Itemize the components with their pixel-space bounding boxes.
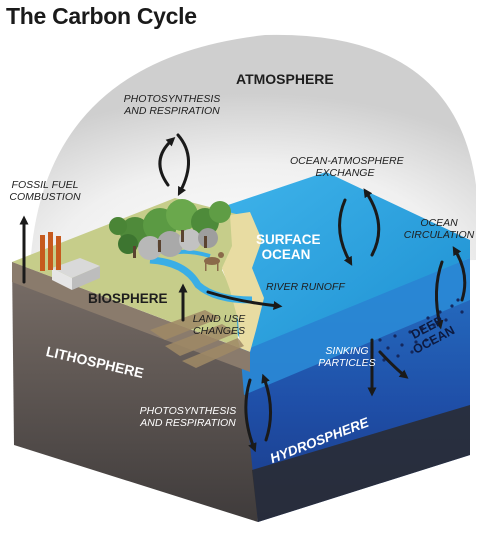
factory [40, 232, 100, 290]
arrow-ocean-circ-up [452, 246, 467, 302]
label-photosynthesis-top-line2: AND RESPIRATION [124, 104, 220, 117]
arrow-river-runoff [206, 290, 283, 311]
label-atmosphere: ATMOSPHERE [236, 71, 334, 87]
label-photosynthesis-top: PHOTOSYNTHESIS AND RESPIRATION [122, 93, 222, 118]
label-fossil-fuel: FOSSIL FUEL COMBUSTION [6, 179, 84, 204]
label-ocean-atmosphere: OCEAN-ATMOSPHERE EXCHANGE [290, 155, 404, 180]
label-land-use-line2: CHANGES [193, 324, 245, 337]
surface-ocean-side [240, 258, 470, 395]
label-surface-ocean: SURFACE OCEAN [256, 232, 321, 263]
label-photosynthesis-bottom-line2: AND RESPIRATION [140, 416, 236, 429]
label-ocean-atmosphere-line1: OCEAN-ATMOSPHERE [290, 155, 404, 167]
diagram-title: The Carbon Cycle [6, 3, 197, 29]
label-ocean-circulation-line1: OCEAN [420, 217, 458, 229]
label-photosynthesis-bottom-line1: PHOTOSYNTHESIS [139, 405, 237, 417]
label-ocean-circulation-line2: CIRCULATION [403, 228, 475, 241]
process-arrows [19, 133, 467, 453]
arrow-photosynthesis-bottom-up [261, 373, 273, 442]
label-surface-ocean-line2: OCEAN [261, 247, 311, 263]
label-biosphere: BIOSPHERE [88, 291, 168, 306]
label-ocean-atmosphere-line2: EXCHANGE [315, 166, 375, 179]
label-fossil-fuel-line2: COMBUSTION [9, 190, 81, 203]
label-land-use-line1: LAND USE [192, 313, 246, 325]
lithosphere-side [12, 262, 258, 522]
label-sinking-particles: SINKING PARTICLES [316, 345, 378, 370]
label-river-runoff: RIVER RUNOFF [266, 281, 345, 293]
label-surface-ocean-line1: SURFACE [256, 232, 321, 247]
label-photosynthesis-bottom: PHOTOSYNTHESIS AND RESPIRATION [138, 405, 238, 430]
label-land-use: LAND USE CHANGES [186, 313, 252, 338]
label-sinking-particles-line1: SINKING [325, 345, 369, 357]
arrow-photosynthesis-bottom-down [244, 378, 257, 453]
arrow-ocean-atm-up [363, 188, 381, 257]
beach [222, 212, 264, 352]
fields [150, 310, 244, 368]
arrow-deep-ocean-right [378, 350, 409, 379]
arrow-photosynthesis-top-up [158, 136, 176, 187]
forest [109, 199, 231, 260]
ocean-floor-band [252, 405, 470, 522]
arrow-ocean-circ-down [434, 260, 444, 330]
label-sinking-particles-line2: PARTICLES [318, 356, 376, 369]
label-fossil-fuel-line1: FOSSIL FUEL [11, 179, 79, 191]
arrow-ocean-atm-down [338, 198, 353, 266]
label-ocean-circulation: OCEAN CIRCULATION [402, 217, 476, 242]
label-photosynthesis-top-line1: PHOTOSYNTHESIS [123, 93, 221, 105]
deer [204, 252, 224, 271]
arrow-photosynthesis-top-down [176, 133, 190, 196]
